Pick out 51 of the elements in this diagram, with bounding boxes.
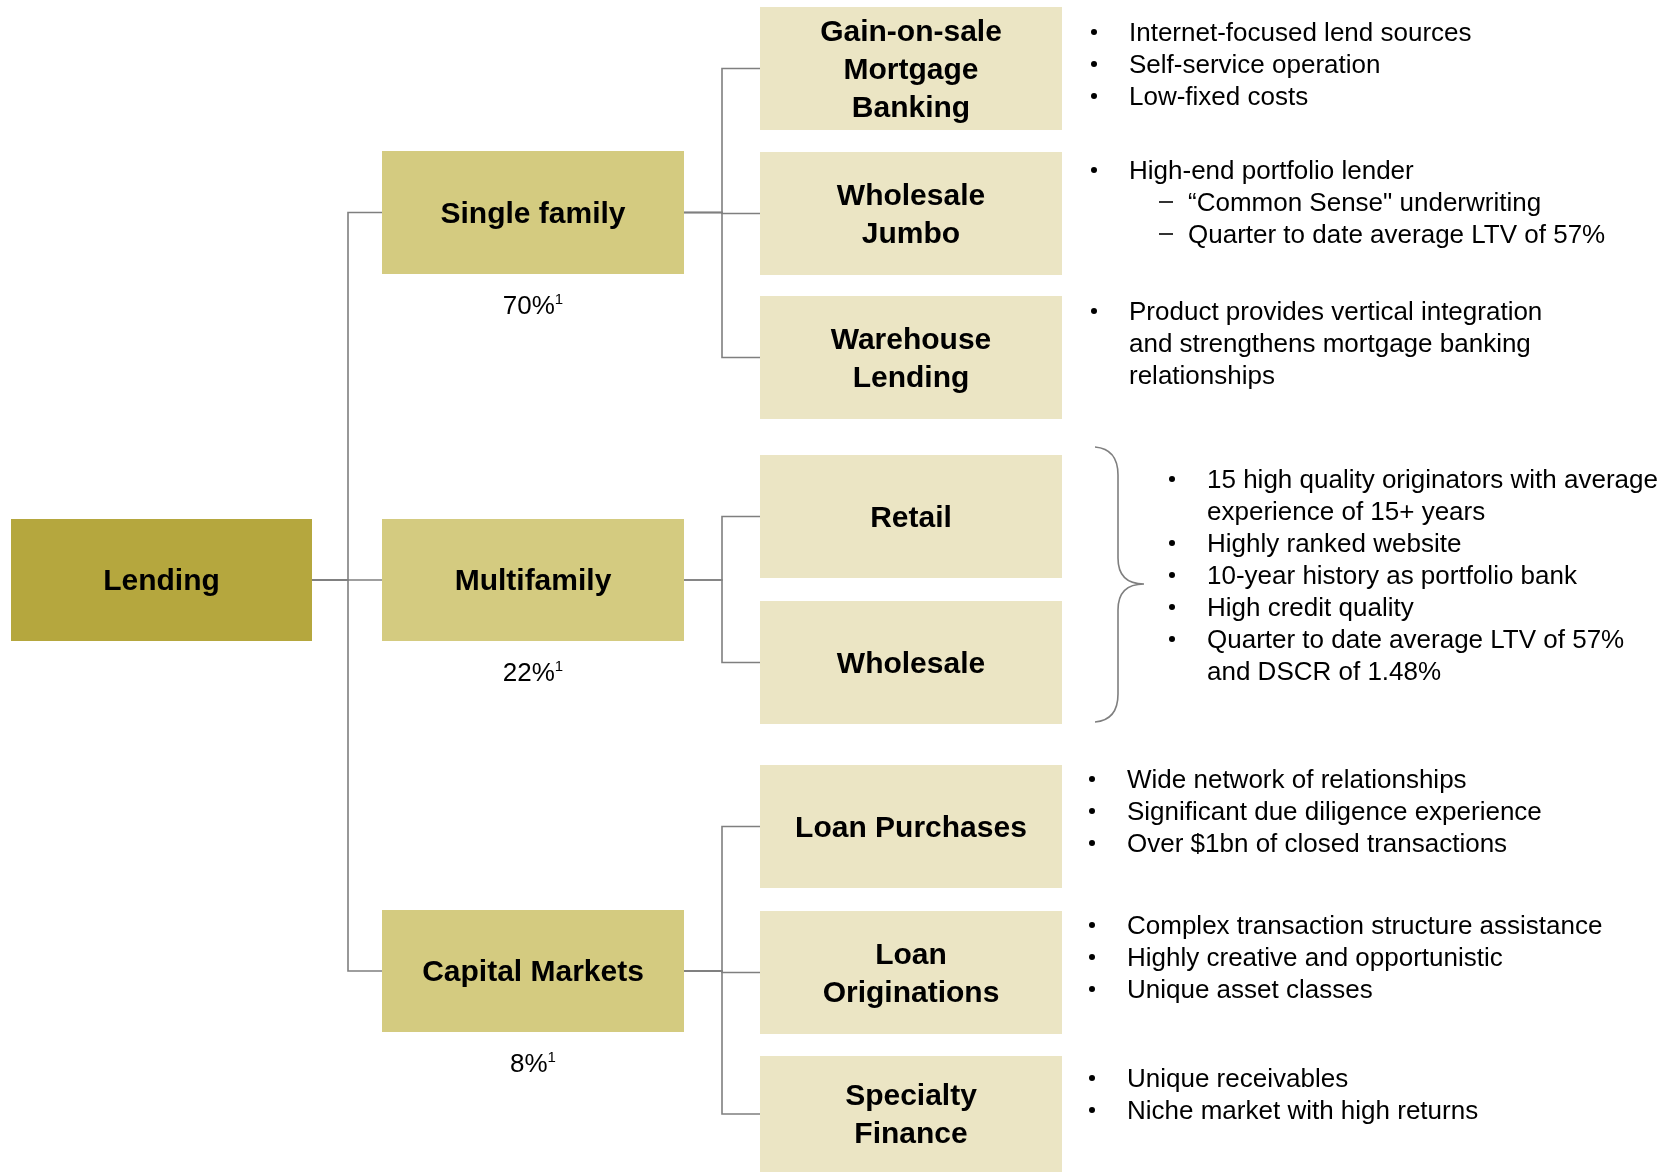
category-box [760, 7, 1062, 130]
bullet-text: Over $1bn of closed transactions [1127, 827, 1509, 859]
category-box [382, 910, 684, 1032]
box-title: Lending [103, 562, 220, 598]
share-percentage: 8%$^{1}$ [510, 1048, 556, 1079]
bullet-text: Complex transaction structure assistance [1127, 909, 1604, 941]
bullet-text: Self-service operation [1129, 48, 1382, 80]
box-title: Capital Markets [422, 953, 644, 989]
bullet-text: Highly creative and opportunistic [1127, 941, 1504, 973]
bullet-text: Niche market with high returns [1127, 1094, 1480, 1126]
box-title: Single family [440, 194, 626, 231]
category-box [760, 765, 1062, 888]
bullet-text: High credit quality [1207, 591, 1415, 623]
bullet-text: Internet-focused lend sources [1129, 16, 1473, 48]
category-box [760, 601, 1062, 724]
category-box [382, 151, 684, 274]
category-box [760, 296, 1062, 419]
box-title: Wholesale [836, 644, 986, 681]
bullet-text: Low-fixed costs [1129, 80, 1310, 112]
sub-bullet-text: Quarter to date average LTV of 57% [1188, 218, 1607, 250]
category-box [760, 455, 1062, 578]
connector-line [683, 970, 761, 1115]
bullet-text: 10-year history as portfolio bank [1207, 559, 1578, 591]
sub-bullet-text: “Common Sense" underwriting [1188, 186, 1543, 218]
bullet-text: Wide network of relationships [1127, 763, 1468, 795]
bullet-text: Significant due diligence experience [1127, 795, 1543, 827]
connector-line [683, 211, 761, 359]
box-title: Wholesale Jumbo [835, 176, 987, 251]
category-box [11, 519, 312, 641]
bullet-text: Product provides vertical integration and strengthens mortgage banking relationships [1129, 295, 1544, 391]
bullet-text: Unique receivables [1127, 1062, 1350, 1094]
category-box [760, 911, 1062, 1034]
share-percentage: 70%$^{1}$ [502, 290, 564, 321]
bullet-text: Quarter to date average LTV of 57% and DSCR of 1.48% [1207, 623, 1626, 687]
bullet-text: Highly ranked website [1207, 527, 1463, 559]
box-title: Multifamily [454, 562, 612, 598]
category-box [760, 152, 1062, 275]
share-percentage: 22%$^{1}$ [502, 657, 564, 688]
connector-line [683, 579, 761, 664]
connector-line [311, 579, 383, 972]
box-title: Gain-on-sale Mortgage Banking [819, 12, 1003, 125]
box-title: Loan Purchases [795, 808, 1027, 845]
bullet-text: Unique asset classes [1127, 973, 1374, 1005]
category-box [760, 1056, 1062, 1172]
category-box [382, 519, 684, 641]
box-title: Specialty Finance [844, 1077, 978, 1151]
bullet-text: High-end portfolio lender [1129, 154, 1415, 186]
box-title: Retail [870, 498, 952, 535]
box-title: Loan Originations [821, 935, 1001, 1010]
box-title: Warehouse Lending [829, 320, 993, 395]
bullet-text: 15 high quality originators with average experience of 15+ years [1207, 463, 1659, 527]
